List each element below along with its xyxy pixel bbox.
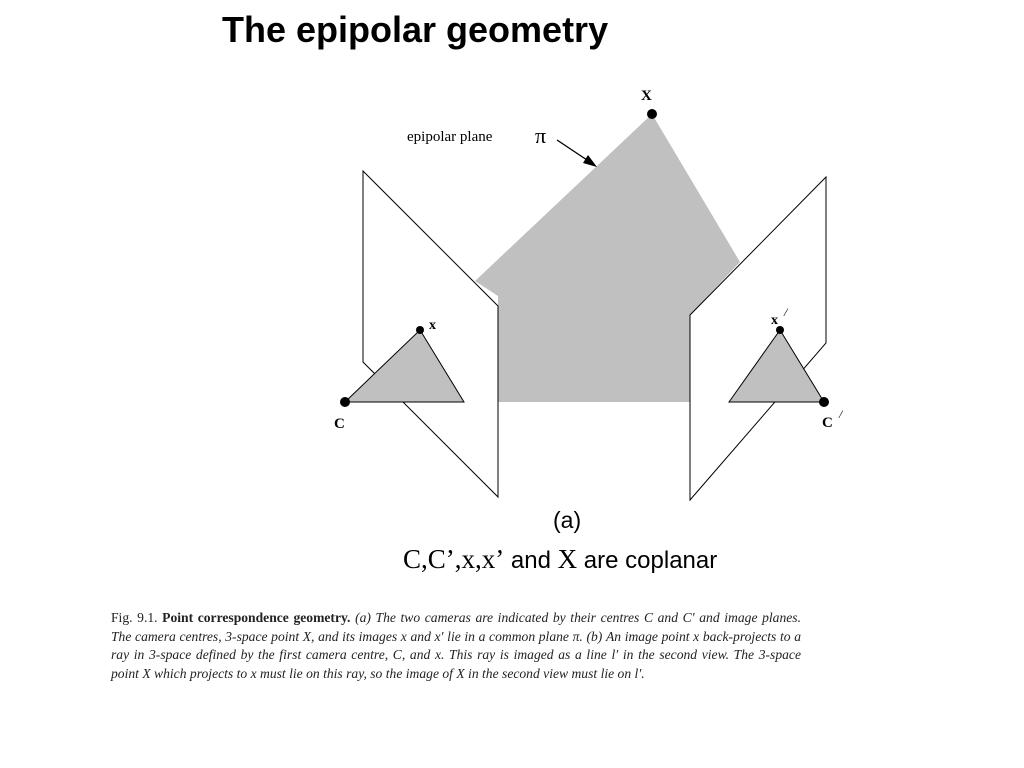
plane-pointer-arrowhead xyxy=(583,155,597,167)
subfigure-label: (a) xyxy=(553,507,582,533)
statement-X: X xyxy=(557,544,578,574)
slide-title: The epipolar geometry xyxy=(222,9,609,50)
point-x-prime-dot xyxy=(776,326,784,334)
point-C-dot xyxy=(340,397,350,407)
point-C-label: C xyxy=(334,416,345,432)
statement-rest: are coplanar xyxy=(577,547,718,574)
figure-caption: Fig. 9.1. Point correspondence geometry.… xyxy=(111,609,801,683)
point-x-dot xyxy=(416,326,424,334)
right-ray-triangle xyxy=(728,329,825,403)
point-C-prime-mark: / xyxy=(838,407,844,421)
point-x-prime-label: x xyxy=(771,313,778,328)
epipolar-plane xyxy=(475,114,740,402)
caption-fig-title: Point correspondence geometry. xyxy=(162,610,351,625)
coplanar-statement: C,C’,x,x’ and X are coplanar xyxy=(403,542,717,578)
left-ray-triangle xyxy=(343,329,465,403)
point-X-label: X xyxy=(641,88,652,104)
statement-and: and xyxy=(504,547,558,574)
point-x-label: x xyxy=(429,318,436,333)
statement-points: C,C’,x,x’ xyxy=(403,544,505,574)
caption-body: (a) The two cameras are indicated by the… xyxy=(111,610,801,681)
plane-pointer-line xyxy=(556,139,591,163)
epipolar-plane-label: epipolar plane xyxy=(407,129,493,145)
point-C-prime-label: C xyxy=(822,415,833,431)
point-x-prime-mark: / xyxy=(783,305,789,319)
caption-fig-number: Fig. 9.1. xyxy=(111,610,158,625)
point-C-prime-dot xyxy=(819,397,829,407)
right-image-plane xyxy=(689,175,827,502)
pi-symbol: π xyxy=(535,123,546,148)
point-X-dot xyxy=(647,109,657,119)
left-image-plane xyxy=(362,169,499,499)
